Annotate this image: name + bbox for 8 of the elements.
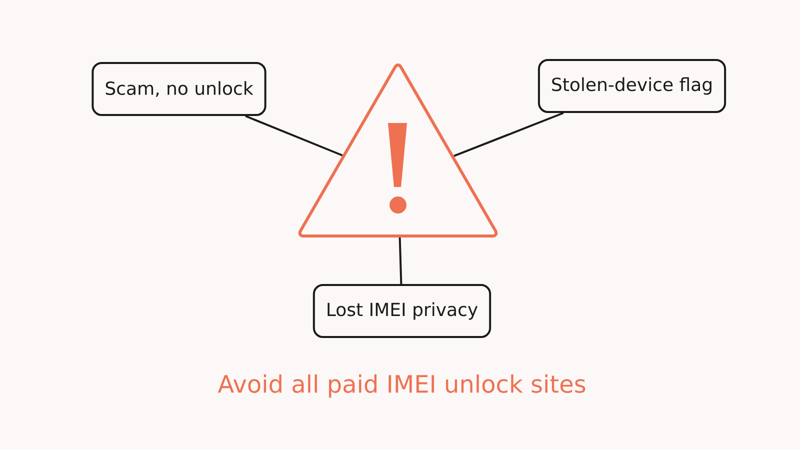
label-box: Stolen-device flag	[538, 59, 726, 113]
connector-line	[454, 112, 564, 157]
label-box: Scam, no unlock	[92, 62, 266, 116]
caption: Avoid all paid IMEI unlock sites	[218, 374, 586, 398]
connector-line	[245, 115, 343, 156]
label-box: Lost IMEI privacy	[312, 284, 492, 338]
connector-line	[398, 237, 402, 284]
warning-triangle	[298, 64, 498, 238]
